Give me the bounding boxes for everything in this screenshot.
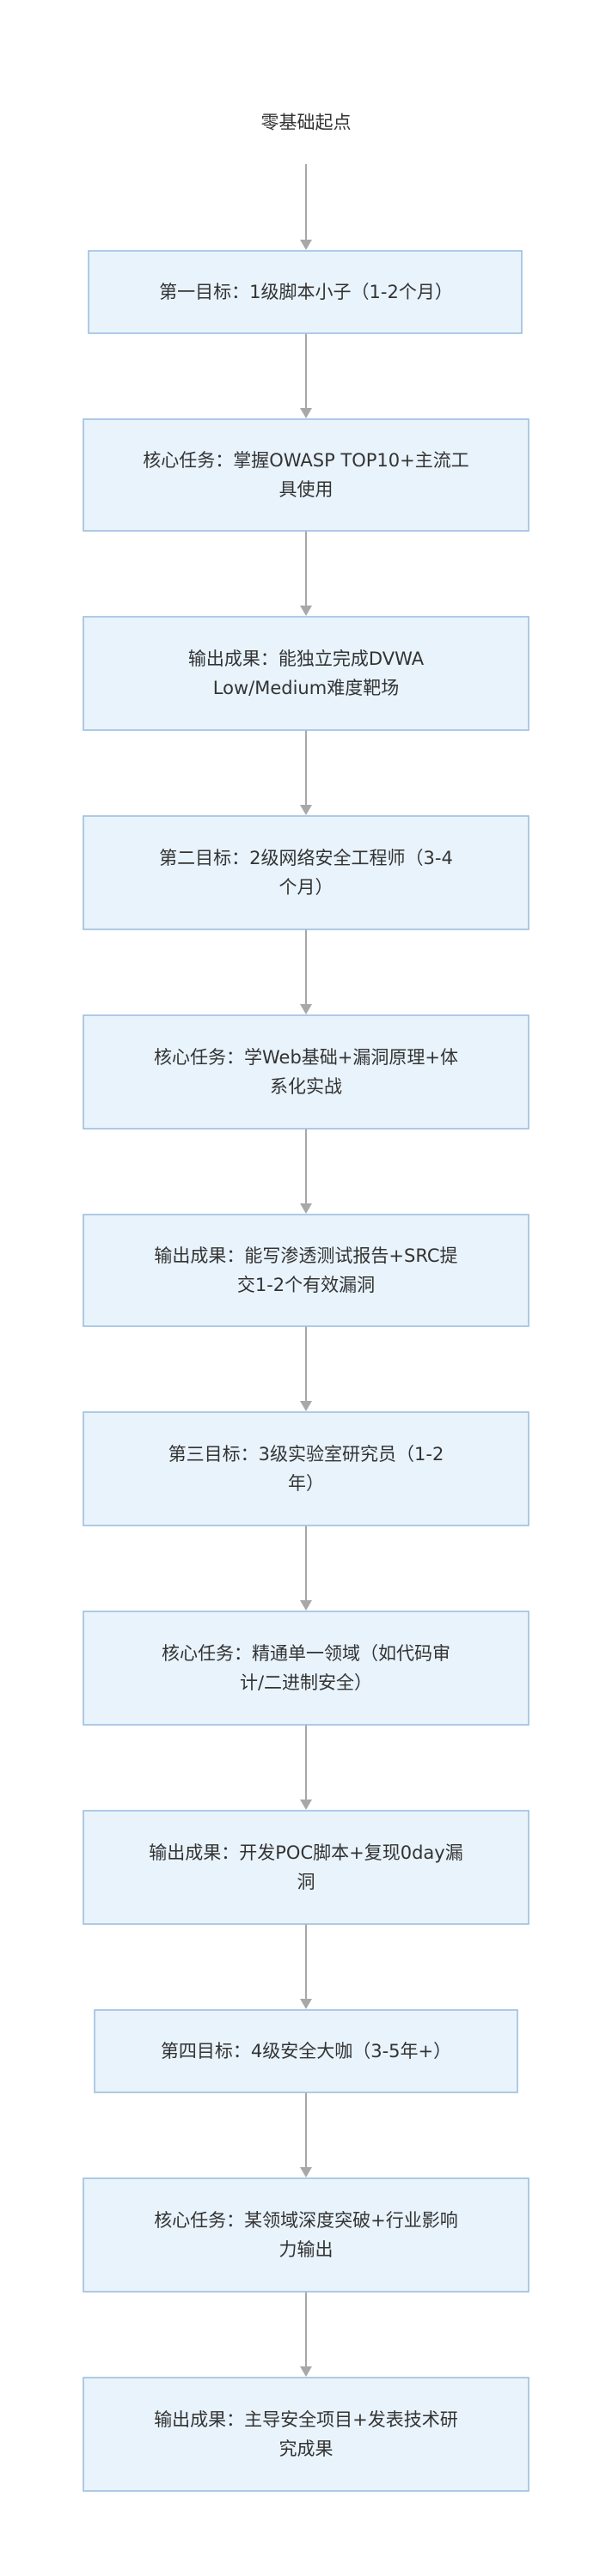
flow-node-goal1: 第一目标：1级脚本小子（1-2个月）	[88, 250, 523, 334]
flow-node-box	[83, 418, 529, 532]
flow-node-label: 核心任务：精通单一领域（如代码审	[162, 1643, 450, 1664]
arrow-head	[300, 2366, 312, 2377]
flow-node-label: 输出成果：开发POC脚本+复现0day漏	[149, 1842, 462, 1863]
flow-node-label: 核心任务：学Web基础+漏洞原理+体	[154, 1047, 458, 1068]
flow-node-box	[94, 2009, 518, 2093]
arrow-head	[300, 2167, 312, 2177]
arrow-goal4-to-task4	[300, 2092, 312, 2177]
flow-node-label: 核心任务：掌握OWASP TOP10+主流工	[143, 450, 469, 471]
flow-node-label: 核心任务：某领域深度突破+行业影响	[154, 2210, 458, 2231]
flow-node-label: 究成果	[279, 2439, 334, 2459]
flow-node-label: 第三目标：3级实验室研究员（1-2	[168, 1444, 444, 1465]
flow-node-label: 输出成果：能独立完成DVWA	[188, 649, 425, 669]
flow-node-goal3: 第三目标：3级实验室研究员（1-2 年）	[83, 1411, 529, 1526]
flow-node-label: 洞	[297, 1872, 315, 1892]
arrow-head	[300, 606, 312, 616]
flow-node-start: 零基础起点	[261, 113, 352, 133]
arrow-out3-to-goal4	[300, 1924, 312, 2009]
arrow-task3-to-out3	[300, 1725, 312, 1810]
flow-node-label: 第一目标：1级脚本小子（1-2个月）	[159, 282, 453, 302]
arrow-out1-to-goal2	[300, 730, 312, 815]
flow-node-box	[83, 616, 529, 731]
flow-node-box	[83, 2377, 529, 2492]
flow-node-out1: 输出成果：能独立完成DVWA Low/Medium难度靶场	[83, 616, 529, 731]
flow-node-label: 输出成果：能写渗透测试报告+SRC提	[154, 1245, 457, 1266]
arrow-head	[300, 1600, 312, 1611]
flow-node-label: 交1-2个有效漏洞	[237, 1275, 375, 1295]
arrow-head	[300, 1401, 312, 1411]
flow-node-box	[83, 1014, 529, 1130]
flow-node-label: 具使用	[279, 479, 334, 500]
arrow-head	[300, 805, 312, 815]
flow-node-label: 力输出	[279, 2239, 334, 2260]
flow-node-label: 第二目标：2级网络安全工程师（3-4	[159, 848, 453, 868]
flow-node-goal4: 第四目标：4级安全大咖（3-5年+）	[94, 2009, 518, 2093]
flow-node-label: 年）	[288, 1473, 324, 1494]
arrow-start-to-goal1	[300, 164, 312, 250]
arrow-goal3-to-task3	[300, 1526, 312, 1611]
arrow-goal1-to-task1	[300, 333, 312, 418]
flow-node-box	[83, 1214, 529, 1327]
flow-node-label: 零基础起点	[261, 113, 352, 133]
flow-node-box	[83, 815, 529, 930]
flow-node-box	[83, 2177, 529, 2293]
arrow-task1-to-out1	[300, 531, 312, 616]
flow-node-box	[88, 250, 523, 334]
flow-node-box	[83, 1411, 529, 1526]
arrow-out2-to-goal3	[300, 1326, 312, 1411]
edges	[300, 164, 312, 2377]
arrow-head	[300, 1800, 312, 1810]
flow-node-label: 个月）	[279, 877, 334, 898]
arrow-goal2-to-task2	[300, 929, 312, 1014]
flow-node-goal2: 第二目标：2级网络安全工程师（3-4 个月）	[83, 815, 529, 930]
arrow-head	[300, 1203, 312, 1214]
flow-node-label: Low/Medium难度靶场	[213, 678, 399, 698]
arrow-head	[300, 1004, 312, 1014]
flow-node-label: 系化实战	[270, 1076, 342, 1097]
arrow-head	[300, 408, 312, 418]
arrow-head	[300, 1999, 312, 2009]
flow-node-label: 输出成果：主导安全项目+发表技术研	[154, 2409, 458, 2430]
flow-node-box	[83, 1810, 529, 1925]
arrow-head	[300, 240, 312, 250]
arrow-task2-to-out2	[300, 1129, 312, 1214]
flow-node-label: 第四目标：4级安全大咖（3-5年+）	[161, 2041, 451, 2061]
arrow-task4-to-out4	[300, 2292, 312, 2377]
flow-node-box	[83, 1611, 529, 1726]
flow-node-label: 计/二进制安全）	[240, 1672, 372, 1693]
